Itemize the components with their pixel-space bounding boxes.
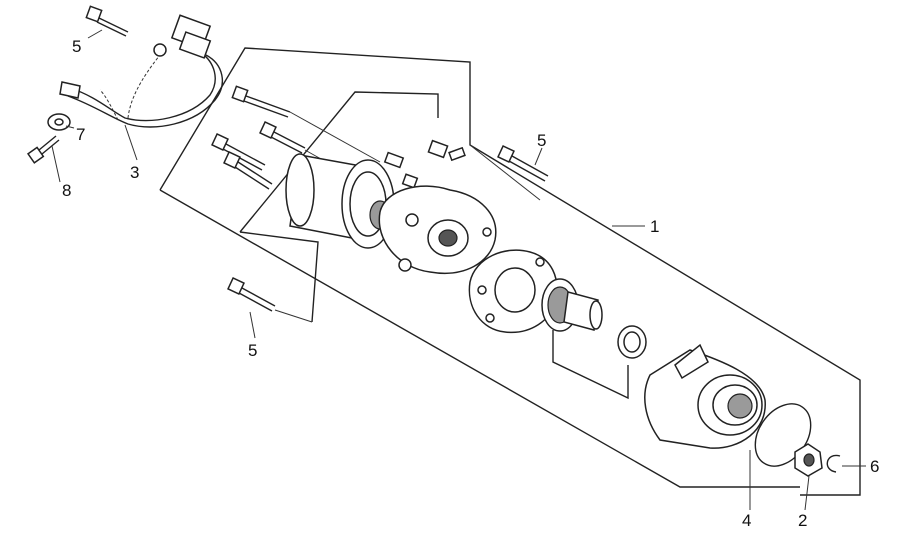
callout-6: 6 <box>870 457 879 476</box>
washer <box>47 113 71 131</box>
callout-5-right: 5 <box>537 131 546 150</box>
bearing <box>617 325 647 359</box>
lock-washer <box>794 443 823 477</box>
end-cover <box>644 343 766 449</box>
callout-8: 8 <box>62 181 71 200</box>
callout-5-top-left: 5 <box>72 37 81 56</box>
screw-right <box>497 145 549 182</box>
leader-lines <box>51 29 866 511</box>
callout-4: 4 <box>742 511 751 530</box>
screw-bottom-left <box>227 277 313 323</box>
callout-7: 7 <box>76 125 85 144</box>
small-screw <box>26 135 60 164</box>
long-bolts <box>211 85 386 196</box>
wiring-harness <box>59 14 224 128</box>
motor-housing <box>285 153 395 249</box>
circlip <box>826 454 841 473</box>
callout-5-bottom-left: 5 <box>248 341 257 360</box>
brush-clips <box>383 139 466 189</box>
armature-gear <box>541 278 629 400</box>
gasket-plate <box>468 249 558 334</box>
callout-2: 2 <box>798 511 807 530</box>
screw-top-left <box>85 5 129 37</box>
brush-holder-plate <box>378 185 497 274</box>
callout-3: 3 <box>130 163 139 182</box>
callout-1: 1 <box>650 217 659 236</box>
